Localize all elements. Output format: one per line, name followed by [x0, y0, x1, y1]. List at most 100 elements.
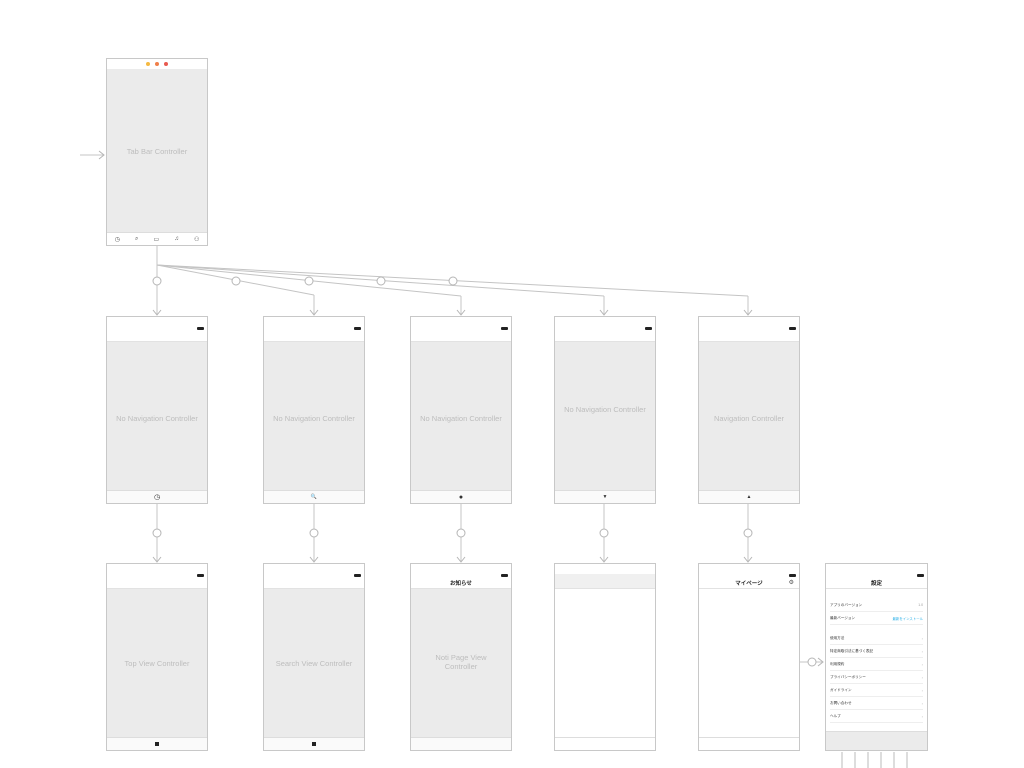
scene-label: Tab Bar Controller — [126, 147, 188, 156]
favorite-page-view-controller-scene[interactable] — [554, 563, 656, 751]
settings-row-label: アプリのバージョン — [830, 602, 863, 607]
settings-row-8[interactable]: ヘルプ › — [830, 710, 923, 723]
scene-content: Search View Controller — [264, 589, 364, 738]
settings-row-label: お問い合わせ — [830, 700, 852, 705]
settings-row-label: 最新バージョン — [830, 615, 856, 620]
battery-icon — [354, 574, 361, 577]
settings-row-6[interactable]: ガイドライン › — [830, 684, 923, 697]
top-view-controller-scene[interactable]: Top View Controller — [106, 563, 208, 751]
nav-title: お知らせ — [450, 581, 472, 587]
status-bar — [107, 564, 207, 589]
scene-dock — [107, 62, 207, 66]
status-bar — [264, 317, 364, 342]
tab-bar: ● — [411, 490, 511, 503]
scene-label: Noti Page View Controller — [435, 653, 487, 671]
scene-content: No Navigation Controller — [411, 342, 511, 491]
square-icon[interactable] — [155, 742, 159, 746]
nav-controller-scene-4[interactable]: Navigation Controller ▲ — [698, 316, 800, 504]
tab-icon-2[interactable]: ▭ — [153, 236, 160, 243]
tab-bar: 🔍 — [264, 490, 364, 503]
tab-icon-4[interactable]: ⚇ — [194, 236, 200, 243]
tab-bar: ▲ — [699, 490, 799, 503]
settings-row-1[interactable]: 最新バージョン 最新をインストール — [830, 612, 923, 625]
status-bar — [699, 317, 799, 342]
battery-icon — [645, 327, 652, 330]
nav-controller-scene-0[interactable]: No Navigation Controller ◷ — [106, 316, 208, 504]
chevron-right-icon: › — [921, 687, 923, 693]
settings-footer — [826, 731, 927, 750]
search-icon[interactable]: 🔍 — [310, 493, 318, 500]
settings-row-0[interactable]: アプリのバージョン 1.0 — [830, 599, 923, 612]
settings-row-value: 1.0 — [918, 603, 923, 607]
settings-row-5[interactable]: プライバシーポリシー › — [830, 671, 923, 684]
scene-label: No Navigation Controller — [420, 414, 502, 423]
chevron-right-icon: › — [921, 700, 923, 706]
scene-label: Search View Controller — [275, 659, 353, 668]
tab-bar: ◷ ⌕ ▭ ♫ ⚇ — [107, 232, 207, 245]
scene-content — [555, 574, 655, 588]
nav-controller-scene-1[interactable]: No Navigation Controller 🔍 — [263, 316, 365, 504]
status-bar — [555, 317, 655, 342]
battery-icon — [197, 327, 204, 330]
first-responder-icon — [146, 62, 150, 66]
settings-row-label: 利用規約 — [830, 661, 845, 666]
status-bar — [264, 564, 364, 589]
tab-bar — [555, 737, 655, 750]
status-bar — [411, 317, 511, 342]
scene-content: Tab Bar Controller — [107, 69, 207, 233]
chevron-right-icon: › — [921, 674, 923, 680]
scene-content: Navigation Controller — [699, 342, 799, 491]
search-view-controller-scene[interactable]: Search View Controller — [263, 563, 365, 751]
chevron-right-icon: › — [921, 661, 923, 667]
tab-bar — [699, 737, 799, 750]
person-icon[interactable]: ▲ — [746, 493, 752, 500]
view-controller-icon — [155, 62, 159, 66]
bell-icon[interactable]: ● — [458, 493, 464, 501]
settings-row-4[interactable]: 利用規約 › — [830, 658, 923, 671]
scene-content: Noti Page View Controller — [411, 589, 511, 738]
nav-title: 設定 — [870, 581, 882, 587]
status-bar — [826, 564, 927, 589]
tab-bar — [107, 737, 207, 750]
nav-controller-scene-3[interactable]: No Navigation Controller ▼ — [554, 316, 656, 504]
scene-content: No Navigation Controller — [107, 342, 207, 491]
settings-row-7[interactable]: お問い合わせ › — [830, 697, 923, 710]
clock-icon[interactable]: ◷ — [153, 493, 161, 501]
status-bar — [699, 564, 799, 589]
noti-page-view-controller-scene[interactable]: お知らせ Noti Page View Controller — [410, 563, 512, 751]
square-icon[interactable] — [312, 742, 316, 746]
settings-scene[interactable]: 設定 アプリのバージョン 1.0 最新バージョン 最新をインストール 使用方法 … — [825, 563, 928, 751]
mypage-view-controller-scene[interactable]: マイページ ⚙ — [698, 563, 800, 751]
chevron-right-icon: › — [921, 635, 923, 641]
status-bar — [555, 564, 655, 589]
battery-icon — [501, 327, 508, 330]
install-link[interactable]: 最新をインストール — [892, 616, 923, 621]
tab-icon-0[interactable]: ◷ — [114, 236, 120, 243]
settings-row-label: 使用方法 — [830, 635, 845, 640]
scene-label: No Navigation Controller — [273, 414, 355, 423]
scene-label: No Navigation Controller — [116, 414, 198, 423]
settings-row-label: 特定商取引法に基づく表記 — [830, 648, 874, 653]
scene-content: No Navigation Controller — [555, 342, 655, 491]
gear-icon[interactable]: ⚙ — [788, 580, 794, 586]
battery-icon — [789, 574, 796, 577]
scene-label: Navigation Controller — [713, 414, 785, 423]
chevron-right-icon: › — [921, 648, 923, 654]
scene-label: Top View Controller — [124, 659, 190, 668]
tab-bar-controller-scene[interactable]: Tab Bar Controller ◷ ⌕ ▭ ♫ ⚇ — [106, 58, 208, 246]
tab-icon-1[interactable]: ⌕ — [134, 235, 139, 242]
wifi-icon[interactable]: ▼ — [602, 493, 608, 500]
settings-row-2[interactable]: 使用方法 › — [830, 632, 923, 645]
settings-row-3[interactable]: 特定商取引法に基づく表記 › — [830, 645, 923, 658]
tab-bar — [264, 737, 364, 750]
nav-controller-scene-2[interactable]: No Navigation Controller ● — [410, 316, 512, 504]
settings-row-label: プライバシーポリシー — [830, 674, 866, 679]
battery-icon — [501, 574, 508, 577]
tab-bar: ▼ — [555, 490, 655, 503]
tab-icon-3[interactable]: ♫ — [174, 236, 179, 242]
scene-label: No Navigation Controller — [564, 405, 646, 414]
tab-bar: ◷ — [107, 490, 207, 503]
scene-content: No Navigation Controller — [264, 342, 364, 491]
status-bar — [411, 564, 511, 589]
